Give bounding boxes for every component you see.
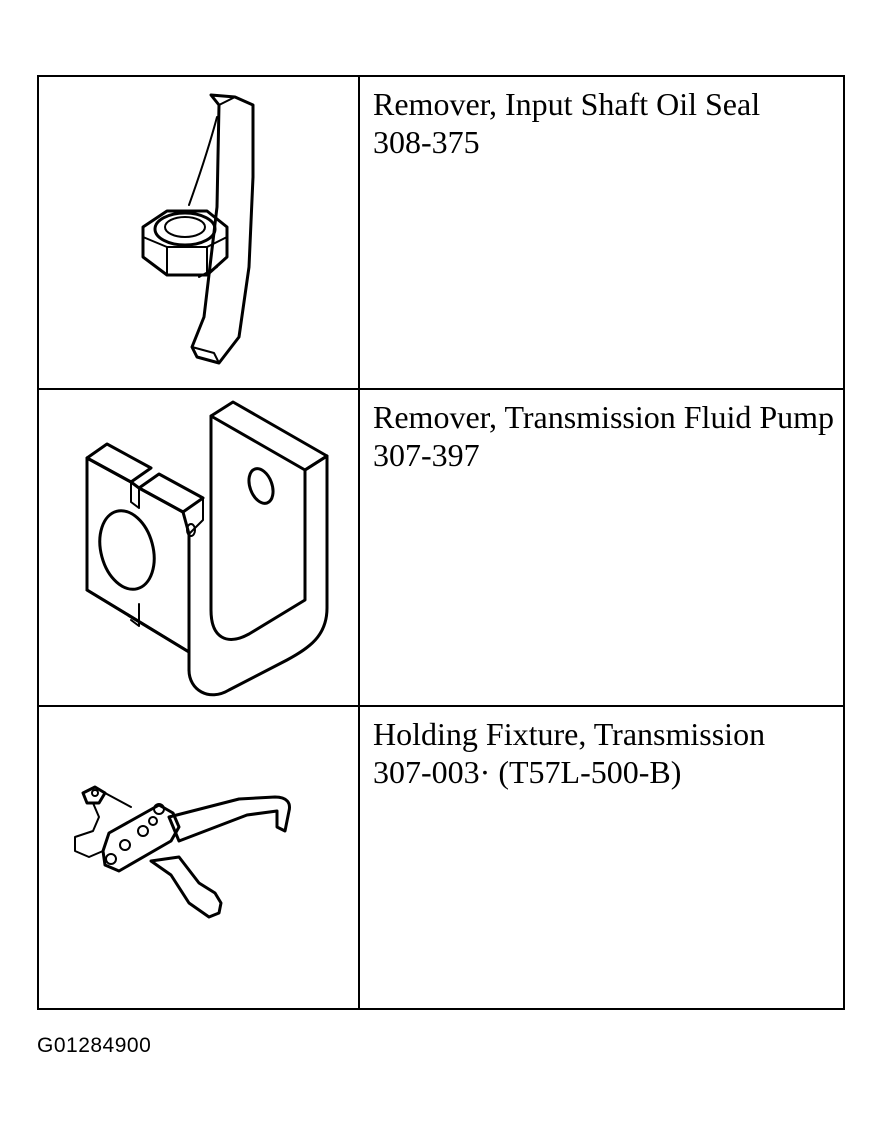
tool-description-cell: Holding Fixture, Transmission 307-003· (…	[360, 707, 843, 1008]
figure-code: G01284900	[37, 1034, 152, 1057]
special-tools-table: Remover, Input Shaft Oil Seal 308-375	[37, 75, 845, 1010]
tool-row-holding-fixture: Holding Fixture, Transmission 307-003· (…	[39, 707, 843, 1008]
tool-number: 307-003· (T57L-500-B)	[373, 754, 682, 790]
tool-row-input-shaft-seal-remover: Remover, Input Shaft Oil Seal 308-375	[39, 77, 843, 390]
tool-name: Remover, Input Shaft Oil Seal	[373, 86, 761, 122]
tool-number: 307-397	[373, 437, 480, 473]
tool-description-cell: Remover, Input Shaft Oil Seal 308-375	[360, 77, 843, 388]
tool-number: 308-375	[373, 124, 480, 160]
tool-name: Holding Fixture, Transmission	[373, 716, 766, 752]
tool-description-cell: Remover, Transmission Fluid Pump 307-397	[360, 390, 843, 705]
tool-illustration-cell	[39, 77, 360, 388]
tool-illustration-cell	[39, 390, 360, 705]
tool-illustration-cell	[39, 707, 360, 1008]
tool-row-fluid-pump-remover: Remover, Transmission Fluid Pump 307-397	[39, 390, 843, 707]
tool-name: Remover, Transmission Fluid Pump	[373, 399, 835, 435]
holding-fixture-icon	[74, 785, 291, 919]
seal-remover-hook-icon	[141, 93, 255, 365]
pump-remover-bracket-icon	[85, 400, 329, 697]
